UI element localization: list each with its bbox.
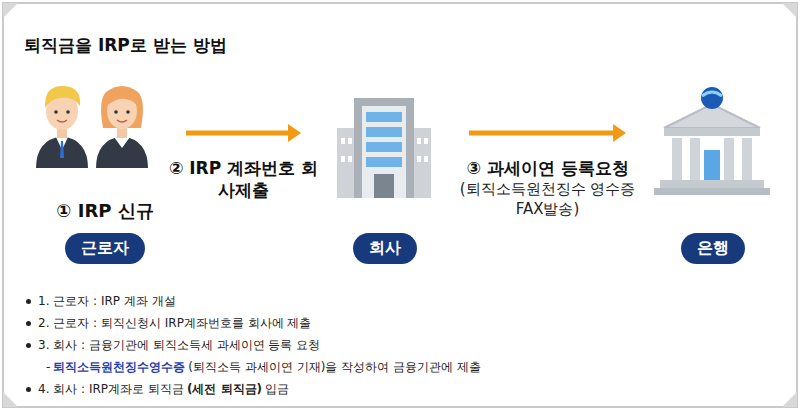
worker-icon (36, 86, 148, 168)
building-icon (337, 98, 431, 198)
note-line: -퇴직소득원천징수영수증(퇴직소득 과세이연 기재)을 작성하여 금융기관에 제… (38, 356, 484, 378)
note-text: (세전 퇴직금) (187, 382, 262, 396)
note-text: 2. 근로자 : 퇴직신청시 IRP계좌번호를 회사에 제출 (38, 316, 312, 330)
notes-list: 1. 근로자 : IRP 계좌 개설 2. 근로자 : 퇴직신청시 IRP계좌번호… (38, 290, 484, 400)
note-text: (퇴직소득 과세이연 기재)을 작성하여 금융기관에 제출 (188, 360, 480, 374)
arrow-label: ③ 과세이연 등록요청 (453, 157, 643, 179)
role-pill: 근로자 (65, 233, 145, 264)
note-text: - (46, 360, 50, 374)
corner-fold (782, 392, 797, 407)
note-text: 3. 회사 : 금융기관에 퇴직소득세 과세이연 등록 요청 (38, 338, 320, 352)
corner-fold (782, 3, 797, 18)
actor-group: 은행 (630, 80, 795, 264)
fax-note: (퇴직소득원천징수 영수증 FAX발송) (453, 180, 643, 219)
note-line: 2. 근로자 : 퇴직신청시 IRP계좌번호를 회사에 제출 (38, 312, 484, 334)
note-text: 4. 회사 : IRP계좌로 퇴직금 (38, 382, 184, 396)
actor-group: ① IRP 신규근로자 (28, 80, 182, 264)
note-line: 1. 근로자 : IRP 계좌 개설 (38, 290, 484, 312)
note-line: 4. 회사 : IRP계좌로 퇴직금(세전 퇴직금)입금 (38, 378, 484, 400)
corner-fold (3, 3, 18, 18)
diagram-title: 퇴직금을 IRP로 받는 방법 (24, 34, 227, 57)
note-text: 1. 근로자 : IRP 계좌 개설 (38, 294, 176, 308)
corner-fold (3, 392, 18, 407)
actor-group: 회사 (305, 80, 465, 264)
bank-icon (654, 87, 770, 195)
step-heading: ① IRP 신규 (56, 199, 154, 223)
note-text: 입금 (265, 382, 289, 396)
note-line: 3. 회사 : 금융기관에 퇴직소득세 과세이연 등록 요청 (38, 334, 484, 356)
orange-arrow (186, 124, 301, 142)
frame (3, 3, 797, 407)
role-pill: 은행 (681, 233, 745, 264)
note-text: 퇴직소득원천징수영수증 (53, 360, 185, 374)
role-pill: 회사 (353, 233, 417, 264)
orange-arrow (469, 124, 626, 142)
arrow-label: ② IRP 계좌번호 회사제출 (169, 157, 319, 201)
